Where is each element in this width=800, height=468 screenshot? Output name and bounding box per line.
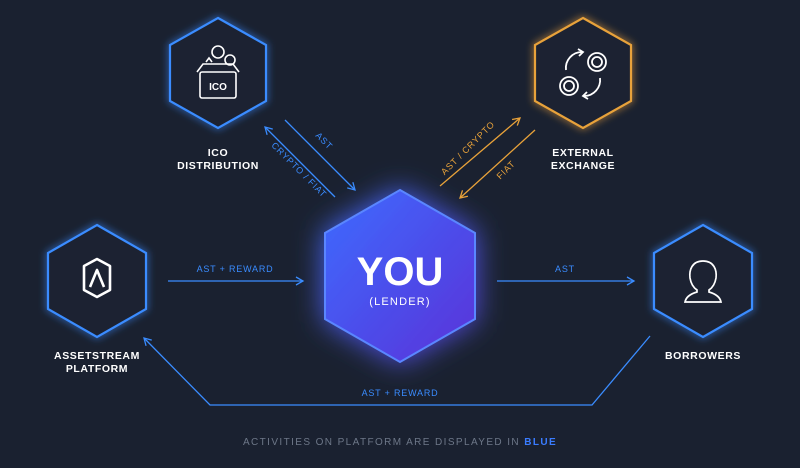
exchange-hexagon <box>533 16 633 130</box>
borrowers-to-platform-label: AST + REWARD <box>362 388 439 398</box>
ico-label-line2: DISTRIBUTION <box>177 160 259 172</box>
ico-hexagon <box>168 16 268 130</box>
exchange-node <box>533 16 633 130</box>
ico-box-icon <box>196 45 240 99</box>
you-to-borrowers-label: AST <box>555 264 575 274</box>
ico-to-you-arrow <box>284 119 356 191</box>
borrowers-label-line1: BORROWERS <box>665 350 741 362</box>
exchange-coins-icon <box>559 48 607 100</box>
exchange-label-line2: EXCHANGE <box>550 160 616 172</box>
person-icon <box>683 260 723 303</box>
footer-highlight: BLUE <box>524 437 558 448</box>
borrowers-hexagon <box>652 223 754 339</box>
borrowers-label: BORROWERS <box>653 350 753 363</box>
ico-label-line1: ICO <box>207 147 229 159</box>
ico-crypto-label: CRYPTO / FIAT <box>269 140 328 199</box>
you-to-ico-arrow <box>264 126 336 198</box>
ico-badge-text: ICO <box>209 82 227 93</box>
borrowers-node <box>652 223 754 339</box>
borrowers-to-platform-arrow <box>143 335 651 406</box>
platform-label-line1: ASSETSTREAM <box>54 350 140 362</box>
ico-node: ICO <box>168 16 268 130</box>
platform-label: ASSETSTREAM PLATFORM <box>37 350 157 376</box>
footer-note: ACTIVITIES ON PLATFORM ARE DISPLAYED IN … <box>0 437 800 448</box>
ico-ast-label: AST <box>314 130 335 151</box>
footer-text: ACTIVITIES ON PLATFORM ARE DISPLAYED IN <box>242 437 525 448</box>
platform-hexagon <box>46 223 148 339</box>
platform-label-line2: PLATFORM <box>65 363 129 375</box>
you-to-exchange-arrow <box>439 117 521 187</box>
you-node: YOU (LENDER) <box>324 188 476 364</box>
you-title: YOU <box>357 250 444 294</box>
you-hexagon <box>324 188 476 364</box>
exchange-label: EXTERNAL EXCHANGE <box>533 147 633 173</box>
ico-label: ICO DISTRIBUTION <box>168 147 268 173</box>
you-subtitle: (LENDER) <box>369 296 431 308</box>
platform-node <box>46 223 148 339</box>
exchange-ast-crypto-label: AST / CRYPTO <box>439 119 497 177</box>
platform-to-you-label: AST + REWARD <box>197 264 274 274</box>
exchange-fiat-label: FIAT <box>495 159 518 182</box>
assetstream-logo-icon <box>82 257 112 299</box>
exchange-label-line1: EXTERNAL <box>552 147 614 159</box>
exchange-to-you-arrow <box>459 129 536 199</box>
